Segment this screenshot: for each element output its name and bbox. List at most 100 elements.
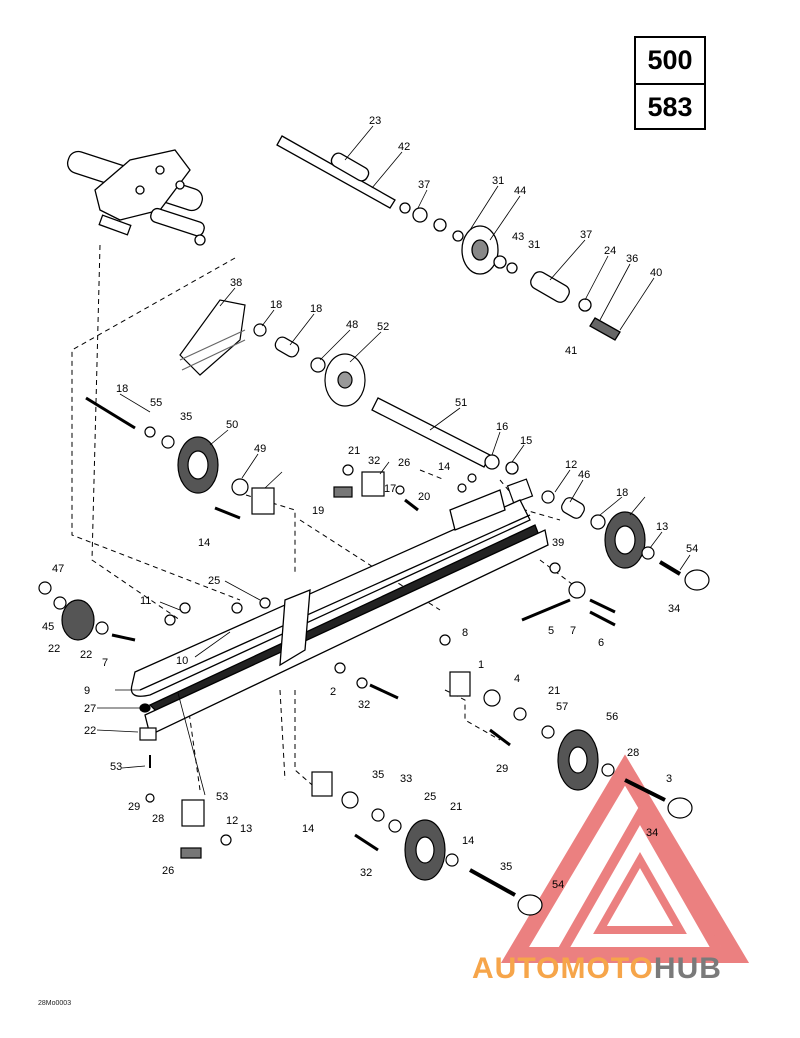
callout-label-56: 56 [606,711,618,723]
callout-label-22: 22 [84,725,96,737]
cross-shaft-23 [276,135,447,232]
watermark-text-hub: HUB [653,952,722,985]
frame-crossbrace [66,149,206,246]
callout-label-1: 1 [478,659,484,671]
callout-label-11: 11 [140,595,151,607]
callout-label-28: 28 [627,747,639,759]
callout-label-21: 21 [548,685,560,697]
watermark-text-automoto: AUTOMOTO [472,952,654,985]
shaft-16 [371,397,519,475]
callout-label-3: 3 [666,773,672,785]
callout-label-21: 21 [450,801,462,813]
callout-label-14: 14 [302,823,314,835]
callout-label-22: 22 [48,643,60,655]
callout-label-37: 37 [580,229,592,241]
callout-label-25: 25 [208,575,220,587]
callout-label-31: 31 [528,239,540,251]
wheel-19-assembly [506,478,710,591]
callout-label-13: 13 [240,823,252,835]
callout-label-33: 33 [400,773,412,785]
callout-label-21: 21 [348,445,360,457]
callout-label-49: 49 [254,443,266,455]
callout-label-18: 18 [116,383,128,395]
callout-label-14: 14 [198,537,210,549]
callout-label-28: 28 [152,813,164,825]
idler-wheel-43 [452,225,621,341]
callout-label-46: 46 [578,469,590,481]
callout-label-14: 14 [438,461,450,473]
callout-label-43: 43 [512,231,524,243]
model-number-500: 500 [647,45,693,75]
callout-label-40: 40 [650,267,662,279]
callout-label-7: 7 [570,625,576,637]
wheel-28-left [311,771,543,916]
callout-label-32: 32 [368,455,380,467]
callout-label-50: 50 [226,419,238,431]
callout-label-22: 22 [80,649,92,661]
callout-label-32: 32 [358,699,370,711]
callout-label-23: 23 [369,115,381,127]
callout-label-44: 44 [514,185,526,197]
callout-label-24: 24 [604,245,616,257]
upper-rail-bracket [179,299,366,407]
callout-label-14: 14 [462,835,474,847]
callout-label-36: 36 [626,253,638,265]
wheel-49-assembly [85,396,275,520]
callout-label-31: 31 [492,175,504,187]
callout-leaders [96,125,691,796]
figure-code: 28Mo0003 [38,1000,72,1007]
front-wheel-5 [38,581,157,768]
callout-label-51: 51 [455,397,467,409]
callout-label-26: 26 [162,865,174,877]
slide-rail [130,489,549,736]
callout-label-45: 45 [42,621,54,633]
callout-label-25: 25 [424,791,436,803]
callout-label-18: 18 [310,303,322,315]
callout-label-34: 34 [668,603,680,615]
callout-label-12: 12 [226,815,238,827]
callout-label-16: 16 [496,421,508,433]
callout-label-27: 27 [84,703,96,715]
watermark-text: AUTOMOTOHUB [472,952,722,986]
callout-label-39: 39 [552,537,564,549]
callout-label-7: 7 [102,657,108,669]
callout-label-9: 9 [84,685,90,697]
callout-label-54: 54 [552,879,564,891]
callout-label-37: 37 [418,179,430,191]
callout-label-35: 35 [500,861,512,873]
callout-label-48: 48 [346,319,358,331]
callout-label-13: 13 [656,521,668,533]
callout-label-12: 12 [565,459,577,471]
callout-label-6: 6 [598,637,604,649]
callout-label-34: 34 [646,827,658,839]
callout-label-35: 35 [180,411,192,423]
callout-label-35: 35 [372,769,384,781]
callout-label-19: 19 [312,505,324,517]
callout-label-52: 52 [377,321,389,333]
callout-label-29: 29 [128,801,140,813]
callout-label-17: 17 [384,483,396,495]
callout-label-8: 8 [462,627,468,639]
callout-label-55: 55 [150,397,162,409]
callout-label-4: 4 [514,673,520,685]
model-number-583: 583 [636,83,704,130]
callout-label-42: 42 [398,141,410,153]
callout-label-53: 53 [216,791,228,803]
watermark-logo [500,754,750,963]
wheel-28-right [449,671,693,819]
small-parts [145,464,616,859]
callout-label-38: 38 [230,277,242,289]
callout-label-18: 18 [270,299,282,311]
callout-label-57: 57 [556,701,568,713]
callout-label-2: 2 [330,686,336,698]
callout-label-54: 54 [686,543,698,555]
model-number-box: 500 583 [634,36,706,130]
callout-label-47: 47 [52,563,64,575]
callout-label-41: 41 [565,345,577,357]
callout-label-18: 18 [616,487,628,499]
callout-label-53: 53 [110,761,122,773]
callout-label-26: 26 [398,457,410,469]
callout-label-32: 32 [360,867,372,879]
